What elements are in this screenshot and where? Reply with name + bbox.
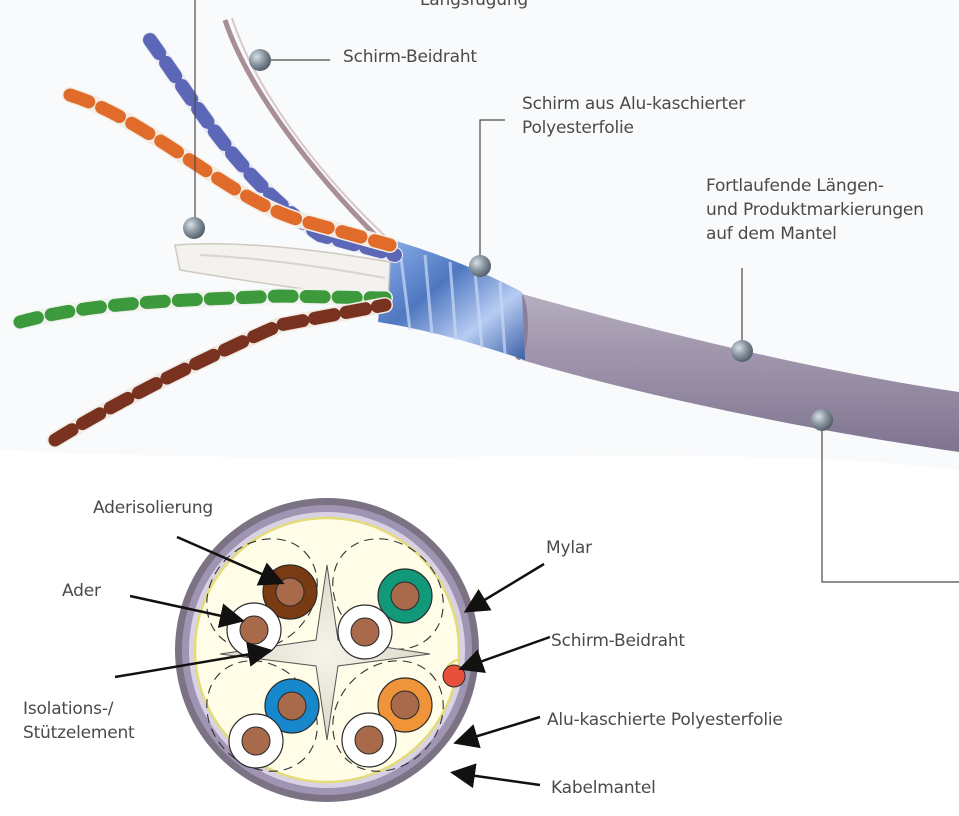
label-marking: Fortlaufende Längen- und Produktmarkieru… xyxy=(706,174,924,246)
label-shield-drain-wire: Schirm-Beidraht xyxy=(343,45,477,69)
label-top-partial: Längsfügung xyxy=(420,0,528,12)
label-shield-foil-line2: Polyesterfolie xyxy=(522,116,745,140)
label-separator-line2: Stützelement xyxy=(23,721,135,745)
label-shield-foil-line1: Schirm aus Alu-kaschierter xyxy=(522,92,745,116)
label-drain-wire: Schirm-Beidraht xyxy=(551,629,685,653)
label-separator-line1: Isolations-/ xyxy=(23,697,135,721)
label-mylar: Mylar xyxy=(546,536,592,560)
label-separator: Isolations-/ Stützelement xyxy=(23,697,135,745)
label-shield-foil: Schirm aus Alu-kaschierter Polyesterfoli… xyxy=(522,92,745,140)
label-marking-line2: und Produktmarkierungen xyxy=(706,198,924,222)
label-foil: Alu-kaschierte Polyesterfolie xyxy=(547,708,783,732)
label-conductor: Ader xyxy=(62,579,101,603)
drain-wire-dot xyxy=(443,665,465,687)
label-marking-line3: auf dem Mantel xyxy=(706,222,924,246)
cross-section xyxy=(175,498,479,802)
label-marking-line1: Fortlaufende Längen- xyxy=(706,174,924,198)
label-jacket: Kabelmantel xyxy=(551,776,656,800)
label-insulation: Aderisolierung xyxy=(93,496,213,520)
